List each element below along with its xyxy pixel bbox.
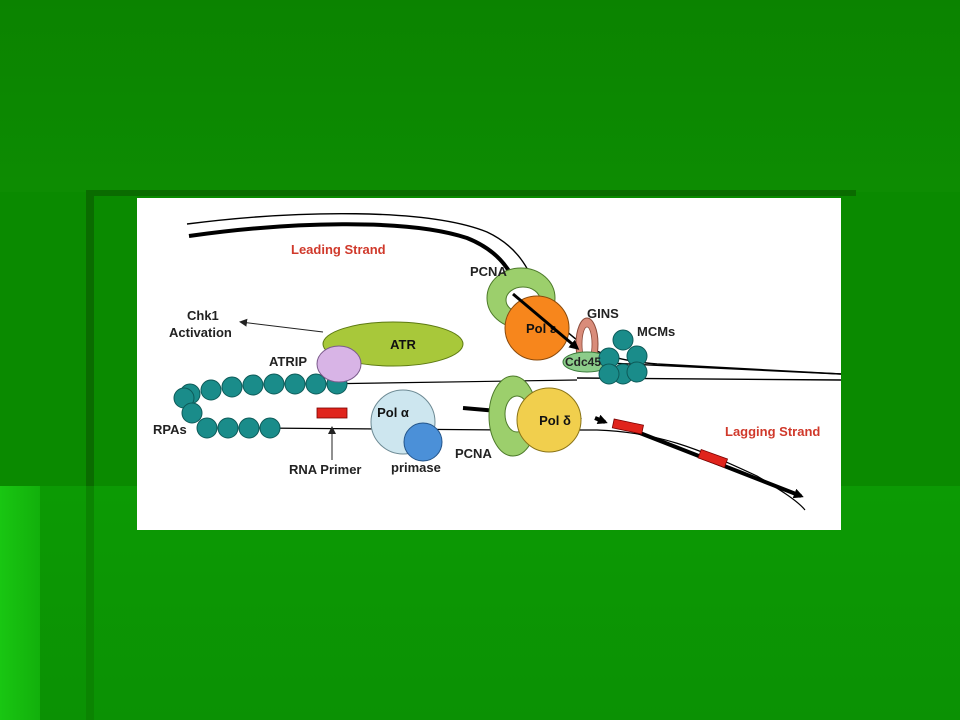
chk1-label: Chk1 (187, 308, 219, 323)
rna-primer-label: RNA Primer (289, 462, 361, 477)
pol-delta-protein (516, 387, 582, 453)
atr-label: ATR (390, 337, 416, 352)
leading-synthesis-arrow (512, 292, 580, 350)
cdc45-label: Cdc45 (565, 355, 601, 369)
pcna-top-label: PCNA (470, 264, 507, 279)
slide-frame-left (86, 192, 94, 488)
parental-strand-upper (586, 361, 841, 375)
chk1-activation-arrow (239, 318, 324, 333)
lagging-template-upper (316, 379, 578, 385)
leading-strand-label: Leading Strand (291, 242, 386, 257)
rpas-label: RPAs (153, 422, 187, 437)
slide-frame-lower (86, 486, 94, 720)
pol-epsilon-protein (504, 295, 570, 361)
rna-primer-2 (611, 418, 644, 435)
okazaki-arrow-2 (594, 414, 608, 425)
diagram-canvas: ATR Pol α Pol ε Pol δ Leading Strand Lag… (153, 212, 841, 511)
activation-label: Activation (169, 325, 232, 340)
atrip-protein (316, 345, 362, 383)
gins-label: GINS (587, 306, 619, 321)
slide-frame-top (86, 190, 856, 196)
pol-epsilon-label: Pol ε (526, 321, 556, 336)
pol-delta-label: Pol δ (539, 413, 571, 428)
replication-fork-diagram: ATR Pol α Pol ε Pol δ Leading Strand Lag… (137, 198, 841, 530)
atrip-label: ATRIP (269, 354, 307, 369)
leading-strand-thick (188, 222, 519, 287)
slide-background-top (0, 0, 960, 192)
pol-alpha-label: Pol α (377, 405, 409, 420)
pcna-bottom-label: PCNA (455, 446, 492, 461)
rna-primer-3 (697, 448, 729, 468)
primase-label: primase (391, 460, 441, 475)
rna-primer-1 (316, 407, 348, 419)
slide-accent-left (0, 486, 40, 720)
primase-protein (403, 422, 443, 462)
mcm-complex (598, 329, 648, 385)
lagging-strand-label: Lagging Strand (725, 424, 820, 439)
rpa-chain (173, 373, 348, 439)
mcms-label: MCMs (637, 324, 675, 339)
